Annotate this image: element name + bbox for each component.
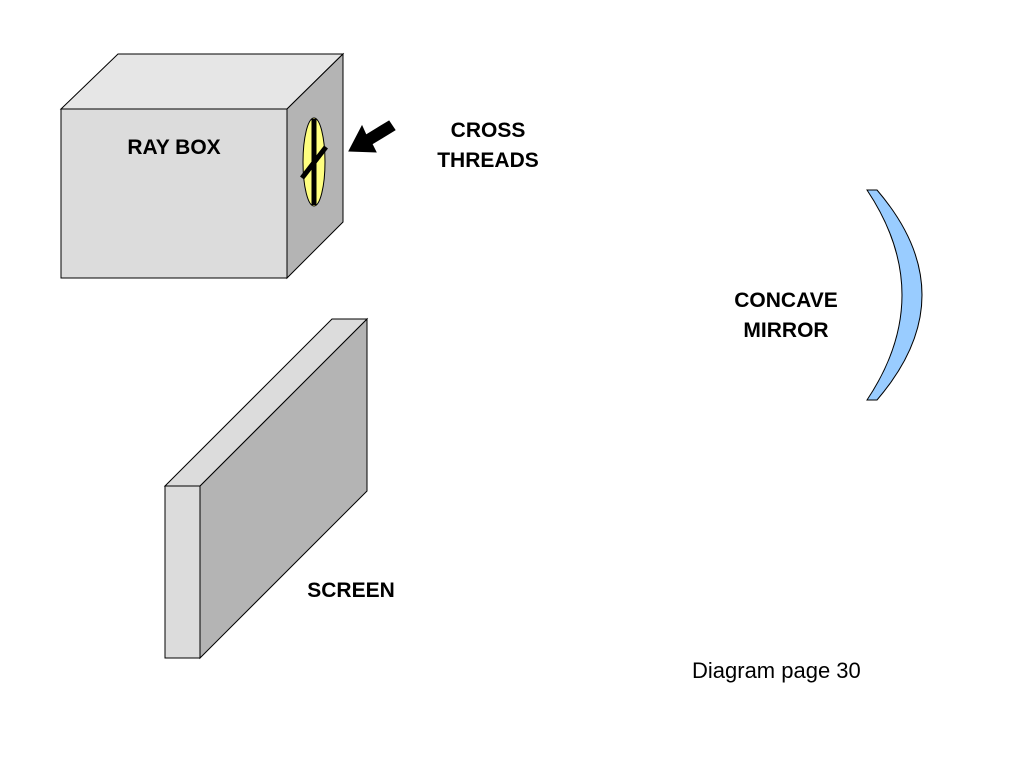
diagram-caption: Diagram page 30 (692, 658, 861, 683)
concave-mirror (866, 189, 923, 401)
ray-box-label-text: RAY BOX (127, 136, 221, 159)
screen-label-text: SCREEN (307, 579, 395, 602)
cross-threads-label-line2: THREADS (437, 149, 539, 172)
diagonal-thread (300, 145, 328, 180)
cross-threads-label: CROSS THREADS (418, 116, 558, 176)
concave-mirror-label-line1: CONCAVE (734, 289, 838, 312)
concave-mirror-label: CONCAVE MIRROR (716, 286, 856, 346)
concave-mirror-label-line2: MIRROR (743, 319, 829, 342)
pointer-arrow-icon (348, 120, 396, 153)
cross-threads-aperture (300, 117, 328, 207)
screen-front-edge (164, 485, 201, 659)
ray-box (59, 52, 345, 280)
ray-box-label: RAY BOX (104, 133, 244, 163)
screen-label: SCREEN (281, 576, 421, 606)
ray-box-front (60, 108, 288, 279)
cross-threads-label-line1: CROSS (450, 119, 526, 142)
screen (163, 317, 369, 660)
